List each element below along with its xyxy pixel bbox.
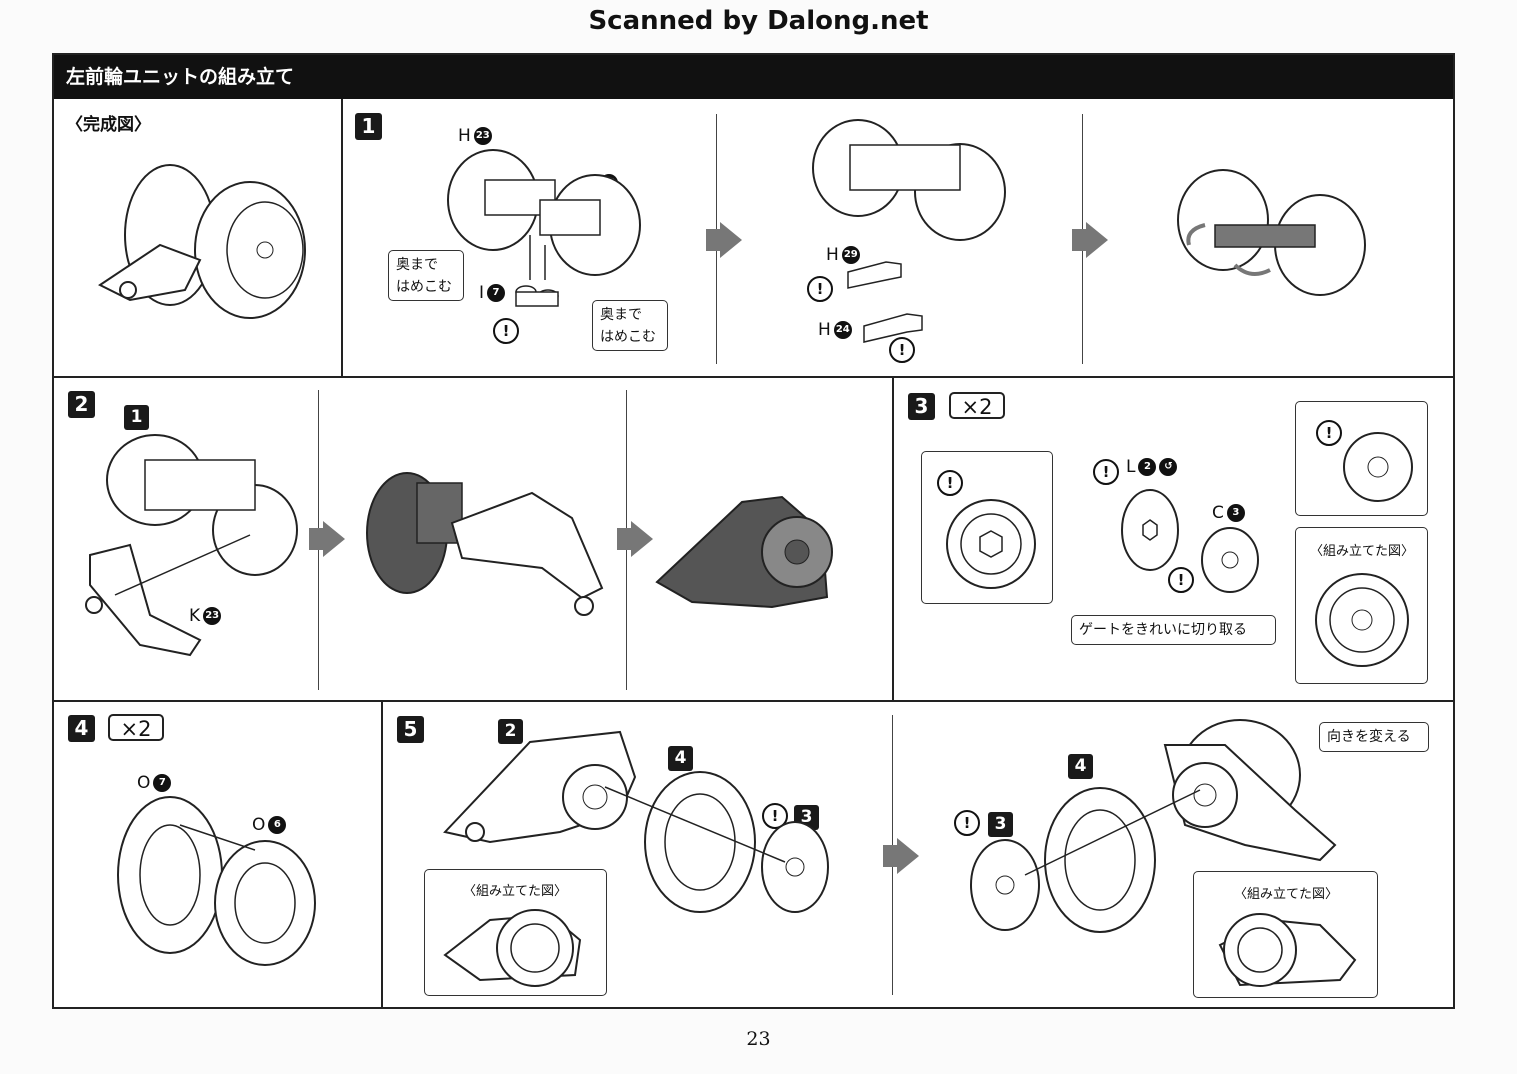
push-in-callout-right: 奥まで はめこむ <box>592 300 668 351</box>
caution-icon: ! <box>954 810 980 836</box>
caution-icon: ! <box>1093 459 1119 485</box>
callout-line: 奥まで <box>396 257 438 273</box>
part-letter: I <box>479 283 485 303</box>
step-arrow-1b-icon <box>1086 222 1108 258</box>
col-divider-row1 <box>341 99 343 376</box>
ref-step-4-badge: 4 <box>1068 754 1093 779</box>
step-5b-illustration <box>970 719 1337 933</box>
part-letter: C <box>1212 503 1224 523</box>
assembled-view-label: 〈組み立てた図〉 <box>1310 544 1415 559</box>
step-5-badge: 5 <box>397 716 424 743</box>
assembled-view-label: 〈組み立てた図〉 <box>1234 887 1339 902</box>
step-arrow-1a-stem <box>706 229 720 251</box>
part-c3-illustration <box>1201 527 1259 593</box>
part-letter: L <box>1126 457 1136 477</box>
ref-step-4-badge: 4 <box>668 746 693 771</box>
part-label-k23: K 23 <box>189 606 222 626</box>
ref-step-1-badge: 1 <box>124 405 149 430</box>
step-4-tire-illustration <box>117 796 316 966</box>
assembled-wheel-illustration <box>1315 573 1409 667</box>
caution-icon: ! <box>889 337 915 363</box>
col-divider-row2 <box>892 378 894 700</box>
part-number-badge: 23 <box>473 127 492 145</box>
step-5a-assembled-illustration <box>443 909 582 987</box>
step-arrow-2a-icon <box>323 521 345 557</box>
scan-watermark: Scanned by Dalong.net <box>588 6 929 36</box>
step-1-badge: 1 <box>355 113 382 140</box>
part-label-i7: I 7 <box>479 283 506 303</box>
ref-step-3-badge: 3 <box>988 812 1013 837</box>
step-arrow-5-icon <box>897 838 919 874</box>
part-label-c3: C 3 <box>1212 503 1245 523</box>
col-divider-row3 <box>381 702 383 1007</box>
step-arrow-1a-icon <box>720 222 742 258</box>
step-2a-illustration <box>85 434 298 657</box>
part-number-badge: 7 <box>153 774 172 792</box>
part-label-o7: O 7 <box>137 773 172 793</box>
caution-icon: ! <box>937 470 963 496</box>
part-label-o6: O 6 <box>252 815 287 835</box>
part-letter: O <box>252 815 266 835</box>
cut-gate-callout: ゲートをきれいに切り取る <box>1071 615 1276 645</box>
part-h24-illustration <box>863 313 923 343</box>
part-h29-illustration <box>847 261 902 289</box>
part-i7-illustration <box>515 285 559 307</box>
quantity-times-2: ×2 <box>949 392 1005 419</box>
step-3-badge: 3 <box>908 393 935 420</box>
part-number-badge: 3 <box>1226 504 1245 522</box>
step-1b-axle-illustration <box>812 119 1006 241</box>
assembled-view-label: 〈組み立てた図〉 <box>463 884 568 899</box>
caution-icon: ! <box>1168 567 1194 593</box>
push-in-callout-left: 奥まで はめこむ <box>388 250 464 301</box>
step-1c-assembled-axle-illustration <box>1177 169 1366 296</box>
step-5a-illustration <box>443 730 829 913</box>
part-number-badge: 7 <box>487 284 506 302</box>
part-number-badge: 29 <box>841 246 860 264</box>
cap-detail-illustration <box>1343 432 1413 502</box>
part-letter: H <box>458 126 471 146</box>
part-number-badge: 23 <box>203 607 222 625</box>
part-letter: H <box>826 245 839 265</box>
callout-line: 奥まで <box>600 307 642 323</box>
part-number-badge: 24 <box>833 321 852 339</box>
step-arrow-2b-icon <box>631 521 653 557</box>
row-divider-1 <box>54 376 1453 378</box>
caution-icon: ! <box>762 803 788 829</box>
part-letter: H <box>818 320 831 340</box>
part-label-h23: H 23 <box>458 126 492 146</box>
step-arrow-1b-stem <box>1072 229 1086 251</box>
step-1a-wheel-axle-illustration <box>447 149 641 280</box>
caution-icon: ! <box>807 276 833 302</box>
hex-hub-detail-illustration <box>946 499 1036 589</box>
part-number-badge: 6 <box>268 816 287 834</box>
page-number: 23 <box>746 1028 771 1050</box>
quantity-times-2: ×2 <box>108 714 164 741</box>
step-arrow-5-stem <box>883 845 897 867</box>
step-4-badge: 4 <box>68 715 95 742</box>
part-label-h29: H 29 <box>826 245 860 265</box>
part-letter: O <box>137 773 151 793</box>
part-letter: K <box>189 606 201 626</box>
caution-icon: ! <box>493 318 519 344</box>
step-2-badge: 2 <box>68 391 95 418</box>
step-arrow-2a-stem <box>309 528 323 550</box>
completed-label: 〈完成図〉 <box>66 115 151 135</box>
callout-line: はめこむ <box>600 329 656 345</box>
plating-icon: ↺ <box>1159 458 1178 476</box>
step-2b-illustration <box>366 472 604 616</box>
change-direction-callout: 向きを変える <box>1319 722 1429 752</box>
section-title: 左前輪ユニットの組み立て <box>54 55 1453 99</box>
ref-step-2-badge: 2 <box>498 719 523 744</box>
completed-assembly-illustration <box>98 164 306 319</box>
step-2c-illustration <box>655 495 833 609</box>
part-label-h24: H 24 <box>818 320 852 340</box>
callout-line: はめこむ <box>396 279 452 295</box>
step-5b-assembled-illustration <box>1218 913 1357 987</box>
part-number-badge: 2 <box>1138 458 1157 476</box>
row-divider-2 <box>54 700 1453 702</box>
part-l2-illustration <box>1121 489 1179 571</box>
part-label-l2: L 2 ↺ <box>1126 457 1178 477</box>
step-arrow-2b-stem <box>617 528 631 550</box>
caution-icon: ! <box>1316 420 1342 446</box>
